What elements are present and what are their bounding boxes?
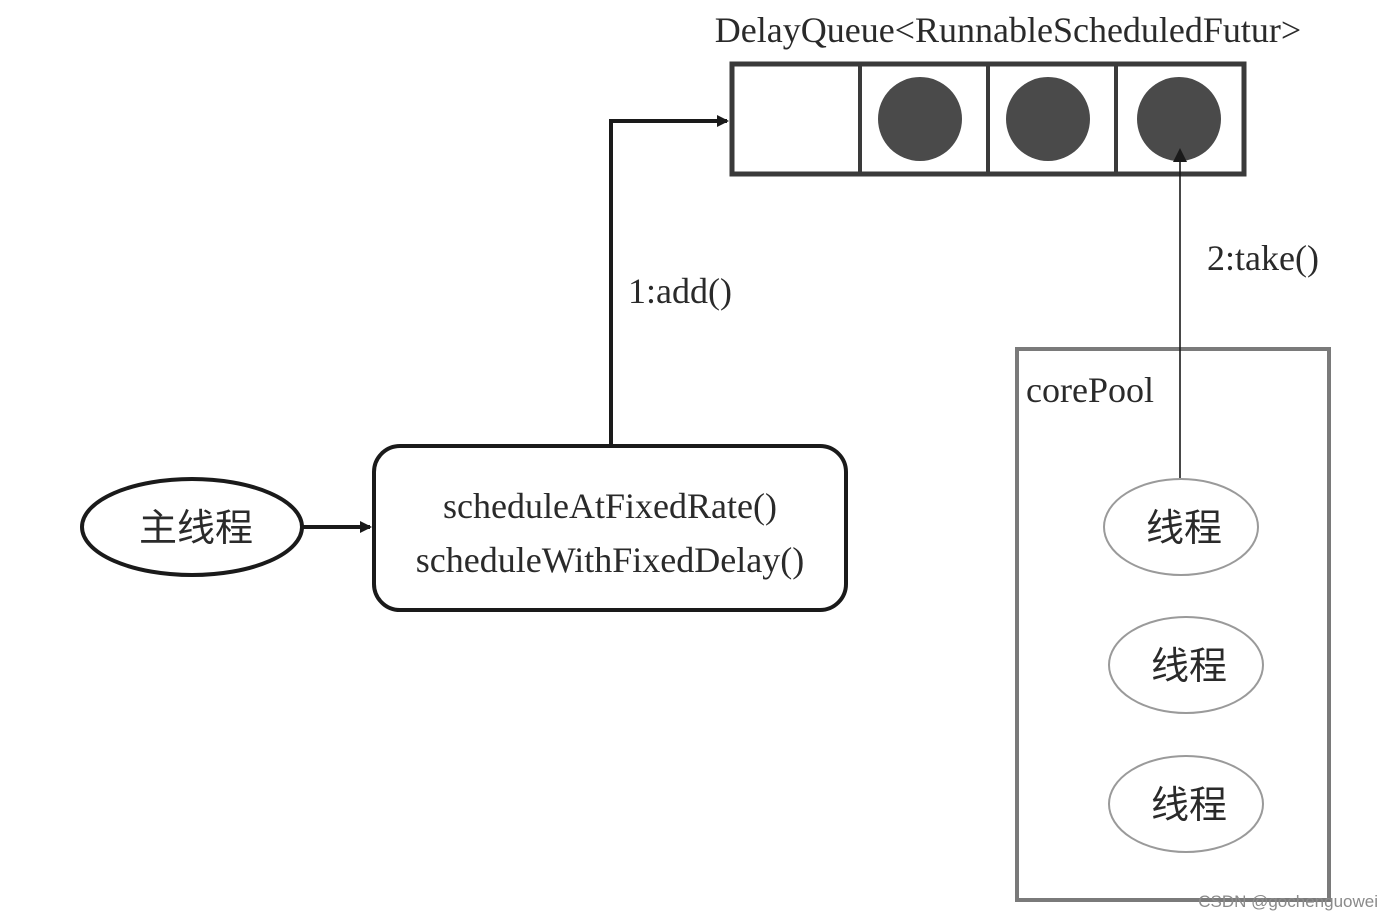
queued-task-2 — [878, 77, 962, 161]
watermark: CSDN @gochenguowei — [1198, 892, 1378, 911]
thread-label: 线程 — [1146, 506, 1222, 550]
schedule-with-fixed-delay-label: scheduleWithFixedDelay() — [416, 540, 804, 580]
pool-thread-2: 线程 — [1108, 616, 1264, 714]
schedule-box-outline — [372, 444, 848, 612]
main-thread-node: 主线程 — [80, 477, 304, 577]
add-label: 1:add() — [628, 271, 732, 311]
delay-queue — [729, 61, 1247, 177]
pool-thread-1: 线程 — [1103, 478, 1259, 576]
core-pool-label: corePool — [1026, 370, 1154, 410]
pool-thread-3: 线程 — [1108, 755, 1264, 853]
schedule-methods-box: scheduleAtFixedRate() scheduleWithFixedD… — [372, 444, 848, 612]
queue-label: DelayQueue<RunnableScheduledFutur> — [715, 10, 1301, 50]
thread-ellipse — [1108, 616, 1264, 714]
thread-ellipse — [1103, 478, 1259, 576]
queued-task-3 — [1006, 77, 1090, 161]
thread-label: 线程 — [1151, 783, 1227, 827]
arrow-add-to-queue — [609, 115, 729, 446]
thread-ellipse — [1108, 755, 1264, 853]
schedule-at-fixed-rate-label: scheduleAtFixedRate() — [443, 486, 777, 526]
core-pool-outline — [1015, 347, 1331, 902]
queued-task-4 — [1137, 77, 1221, 161]
thread-label: 线程 — [1151, 644, 1227, 688]
take-label: 2:take() — [1207, 238, 1319, 278]
main-thread-label: 主线程 — [139, 506, 253, 550]
